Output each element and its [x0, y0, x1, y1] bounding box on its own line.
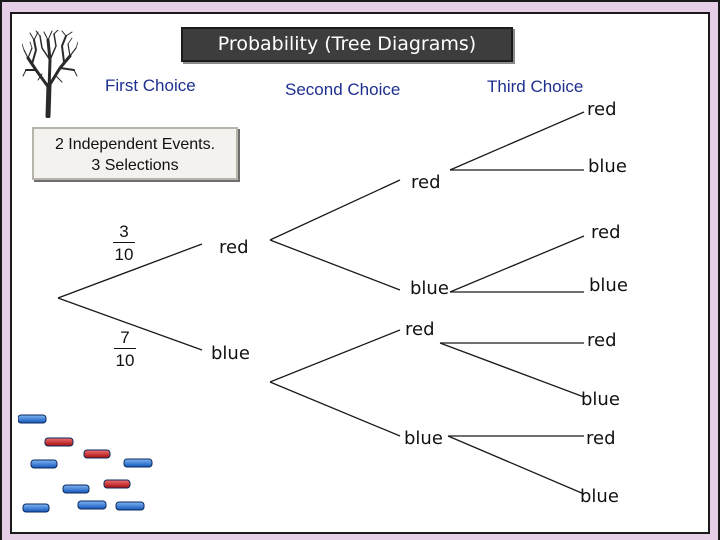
third-choice-rb-red: red — [591, 222, 621, 243]
info-box: 2 Independent Events. 3 Selections — [32, 127, 238, 180]
third-choice-rb-blue: blue — [589, 275, 628, 296]
branch-line-first-blue — [57, 297, 203, 351]
second-choice-blue-red: red — [405, 319, 435, 340]
fraction-bar — [114, 348, 136, 349]
red-probability-fraction: 3 10 — [111, 223, 137, 263]
second-choice-header: Second Choice — [285, 80, 401, 99]
third-choice-bb-blue: blue — [580, 486, 619, 507]
second-choice-red-red: red — [411, 172, 441, 193]
fraction-bar — [113, 242, 135, 243]
first-choice-header: First Choice — [105, 76, 196, 95]
branch-line-first-red — [57, 243, 203, 299]
red-numerator: 3 — [119, 222, 129, 241]
first-choice-red: red — [219, 237, 249, 258]
third-choice-br-blue: blue — [581, 389, 620, 410]
branch-line-bb-blue — [447, 435, 585, 495]
blue-numerator: 7 — [120, 328, 130, 347]
branch-line-br-blue — [439, 342, 585, 398]
counters-icon — [18, 414, 153, 513]
branch-line-blue-blue — [269, 381, 401, 437]
info-line-2: 3 Selections — [91, 157, 179, 174]
third-choice-rr-blue: blue — [588, 156, 627, 177]
third-choice-bb-red: red — [586, 428, 616, 449]
branch-line-blue-red — [269, 329, 401, 383]
first-choice-blue: blue — [211, 343, 250, 364]
blue-denominator: 10 — [115, 351, 135, 370]
info-line-1: 2 Independent Events. — [54, 136, 216, 153]
red-denominator: 10 — [114, 245, 134, 264]
third-choice-header: Third Choice — [487, 77, 584, 96]
second-choice-red-blue: blue — [410, 278, 449, 299]
bare-tree-icon — [22, 30, 78, 118]
slide-outline — [10, 12, 710, 534]
second-choice-blue-blue: blue — [404, 428, 443, 449]
blue-probability-fraction: 7 10 — [112, 329, 138, 369]
branch-line-rb-red — [449, 235, 585, 293]
page-title: Probability (Tree Diagrams) — [181, 27, 513, 62]
branch-line-red-blue — [269, 239, 401, 291]
third-choice-rr-red: red — [587, 99, 617, 120]
branch-line-red-red — [269, 179, 401, 241]
third-choice-br-red: red — [587, 330, 617, 351]
branch-line-rr-red — [449, 111, 585, 171]
